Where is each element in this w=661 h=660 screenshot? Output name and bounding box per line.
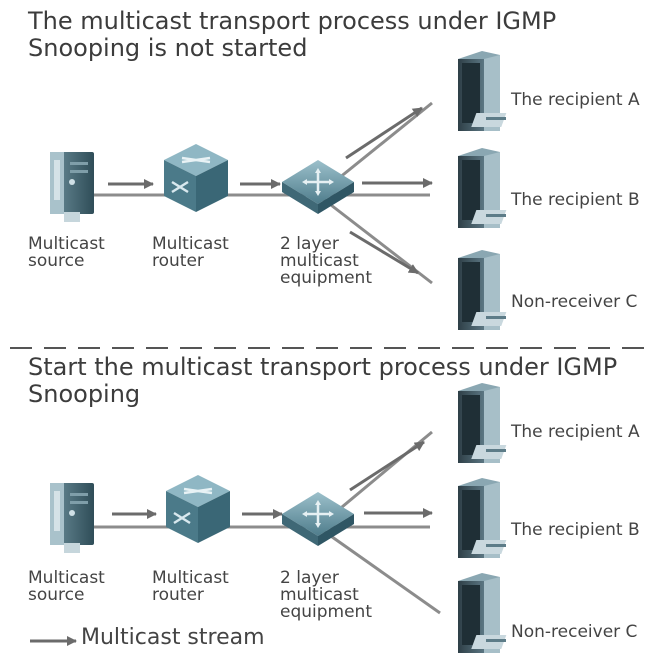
stream-arrow-to-a bbox=[345, 106, 423, 160]
multicast-router-label: Multicast router bbox=[152, 234, 229, 271]
panel-igmp-on bbox=[50, 383, 507, 653]
link-switch-to-c bbox=[317, 525, 441, 615]
multicast-router-icon bbox=[162, 142, 230, 214]
recipient-b-label: The recipient B bbox=[511, 520, 640, 540]
recipient-a-pc-icon bbox=[458, 51, 507, 131]
multicast-source-server-icon bbox=[50, 152, 94, 222]
panel-igmp-off bbox=[50, 51, 507, 330]
multicast-source-label: Multicast source bbox=[28, 568, 105, 605]
recipient-a-label: The recipient A bbox=[511, 90, 640, 110]
recipient-b-pc-icon bbox=[458, 478, 507, 558]
recipient-b-pc-icon bbox=[458, 148, 507, 228]
multicast-router-label: Multicast router bbox=[152, 568, 229, 605]
non-receiver-c-pc-icon bbox=[458, 250, 507, 330]
non-receiver-c-label: Non-receiver C bbox=[511, 622, 638, 642]
multicast-source-label: Multicast source bbox=[28, 234, 105, 271]
layer2-switch-icon bbox=[280, 490, 356, 548]
non-receiver-c-label: Non-receiver C bbox=[511, 292, 638, 312]
recipient-a-label: The recipient A bbox=[511, 422, 640, 442]
layer2-switch-icon bbox=[280, 158, 356, 216]
panel-title-igmp-off: The multicast transport process under IG… bbox=[28, 7, 557, 62]
recipient-a-pc-icon bbox=[458, 383, 507, 463]
stream-arrow-to-a bbox=[349, 440, 425, 492]
multicast-router-icon bbox=[164, 473, 232, 545]
layer2-switch-label: 2 layer multicast equipment bbox=[280, 568, 372, 622]
multicast-source-server-icon bbox=[50, 483, 94, 553]
legend-label: Multicast stream bbox=[81, 625, 265, 650]
stream-arrow-to-c bbox=[349, 230, 419, 275]
non-receiver-c-pc-icon bbox=[458, 573, 507, 653]
recipient-b-label: The recipient B bbox=[511, 190, 640, 210]
layer2-switch-label: 2 layer multicast equipment bbox=[280, 234, 372, 288]
panel-title-igmp-on: Start the multicast transport process un… bbox=[28, 353, 618, 408]
